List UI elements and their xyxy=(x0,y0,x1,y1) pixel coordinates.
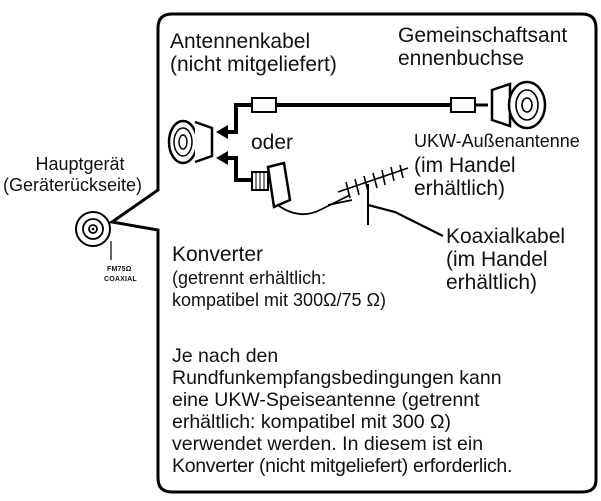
coax-cable-label: Koaxialkabel xyxy=(446,225,566,248)
coax-cable-note-2: erhältlich) xyxy=(446,271,538,294)
wall-socket-icon xyxy=(490,80,547,130)
note-line-1: Je nach den xyxy=(172,345,279,367)
antenna-plug-icon xyxy=(167,119,214,165)
main-unit-label: Hauptgerät xyxy=(35,154,125,174)
antenna-cable-note: (nicht mitgeliefert) xyxy=(170,53,337,76)
coaxial-jack-icon xyxy=(75,211,112,260)
main-unit-sublabel: (Geräterückseite) xyxy=(3,175,143,195)
note-line-6: Konverter (nicht mitgeliefert) erforderl… xyxy=(172,455,513,477)
converter-note-2: kompatibel mit 300Ω/75 Ω) xyxy=(172,290,387,310)
note-line-2: Rundfunkempfangsbedingungen kann xyxy=(172,367,502,389)
converter-cable-line xyxy=(216,151,252,182)
jack-label-fm: FM75Ω xyxy=(107,266,132,273)
or-label: oder xyxy=(251,131,294,154)
outdoor-antenna-label: UKW-Außenantenne xyxy=(414,131,580,151)
note-line-3: eine UKW-Speiseantenne (getrennt xyxy=(172,389,480,411)
outdoor-antenna-note-1: (im Handel xyxy=(414,154,516,177)
outdoor-antenna-note-2: erhältlich) xyxy=(414,177,506,200)
community-socket-label-cont: ennenbuchse xyxy=(398,47,525,70)
coax-cable-leader xyxy=(367,203,444,237)
antenna-cable-line xyxy=(216,97,488,139)
jack-label-coaxial: COAXIAL xyxy=(104,276,137,283)
note-line-5: verwendet werden. In diesem ist ein xyxy=(172,433,484,455)
outdoor-antenna-icon xyxy=(337,164,409,225)
note-line-4: erhältlich: kompatibel mit 300 Ω) xyxy=(172,411,452,433)
converter-note-1: (getrennt erhältlich: xyxy=(172,268,327,288)
converter-label: Konverter xyxy=(172,243,264,266)
antenna-cable-label: Antennenkabel xyxy=(170,30,311,53)
coax-cable-note-1: (im Handel xyxy=(446,248,548,271)
community-socket-label: Gemeinschaftsant xyxy=(398,24,568,47)
converter-icon xyxy=(251,161,353,216)
